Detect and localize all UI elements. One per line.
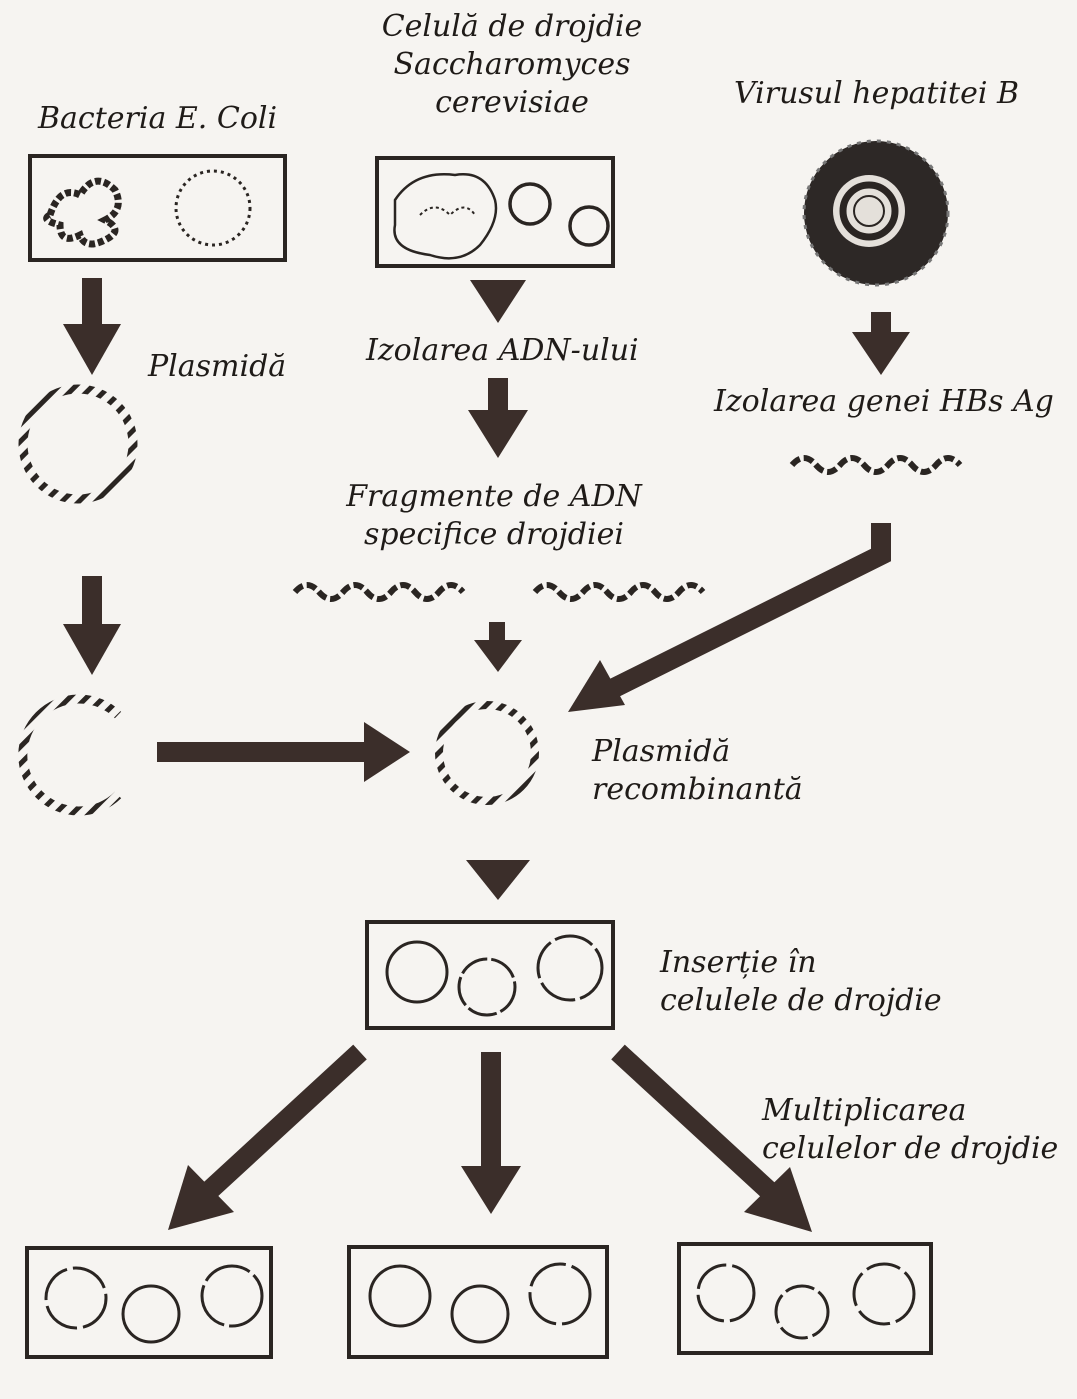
hbsag-gene-fragment xyxy=(789,455,963,475)
yeast-nucleus xyxy=(393,173,498,260)
hepatitis-b-virus xyxy=(802,139,950,287)
label-multiplication: Multiplicarea celulelor de drojdie xyxy=(762,1093,1059,1166)
insertion-box xyxy=(365,920,615,1030)
dna-fragments xyxy=(292,455,963,602)
label-bacteria: Bacteria E. Coli xyxy=(38,101,278,136)
label-insertion: Inserție în celulele de drojdie xyxy=(660,945,942,1018)
arrows-multiplication xyxy=(168,1044,812,1232)
plasmid-ring xyxy=(18,384,138,504)
yeast-culture-box-3 xyxy=(677,1242,933,1355)
recombinant-plasmid-ring xyxy=(435,701,539,805)
label-yeast-fragments: Fragmente de ADN specifice drojdiei xyxy=(346,479,642,552)
arrow-plasmid-to-cut xyxy=(63,624,121,675)
arrow-virus-to-gene xyxy=(852,332,910,375)
arrow-gene-to-recombinant xyxy=(568,523,891,712)
arrow-recombinant-to-insertion xyxy=(466,860,530,900)
arrow-ecoli-to-plasmid xyxy=(63,324,121,375)
arrow-yeast-to-isolation xyxy=(470,280,526,323)
cut-plasmid xyxy=(18,694,122,816)
yeast-plasmid-2 xyxy=(568,205,610,247)
yeast-fragment-2 xyxy=(532,582,706,602)
label-recombinant-plasmid: Plasmidă recombinantă xyxy=(592,734,803,807)
yeast-culture-box-1 xyxy=(25,1246,273,1359)
arrows xyxy=(63,278,910,900)
arrow-fragments-to-recombinant xyxy=(474,640,522,672)
ecoli-cell-box xyxy=(28,154,287,262)
label-plasmid: Plasmidă xyxy=(148,349,287,384)
label-yeast-cell: Celulă de drojdie Saccharomyces cerevisi… xyxy=(381,9,643,120)
bacterial-plasmid xyxy=(174,169,252,247)
yeast-fragment-1 xyxy=(292,582,466,602)
label-virus: Virusul hepatitei B xyxy=(734,76,1020,111)
arrow-cut-plasmid-to-recombinant xyxy=(364,722,410,782)
arrow-isolation-to-fragments xyxy=(468,410,528,458)
label-gene-isolation: Izolarea genei HBs Ag xyxy=(714,384,1054,419)
yeast-cell-box xyxy=(375,156,615,268)
yeast-culture-box-2 xyxy=(347,1245,609,1359)
yeast-plasmid-1 xyxy=(508,182,552,226)
bacterial-chromosome xyxy=(43,177,122,248)
label-dna-isolation: Izolarea ADN-ului xyxy=(366,333,639,368)
